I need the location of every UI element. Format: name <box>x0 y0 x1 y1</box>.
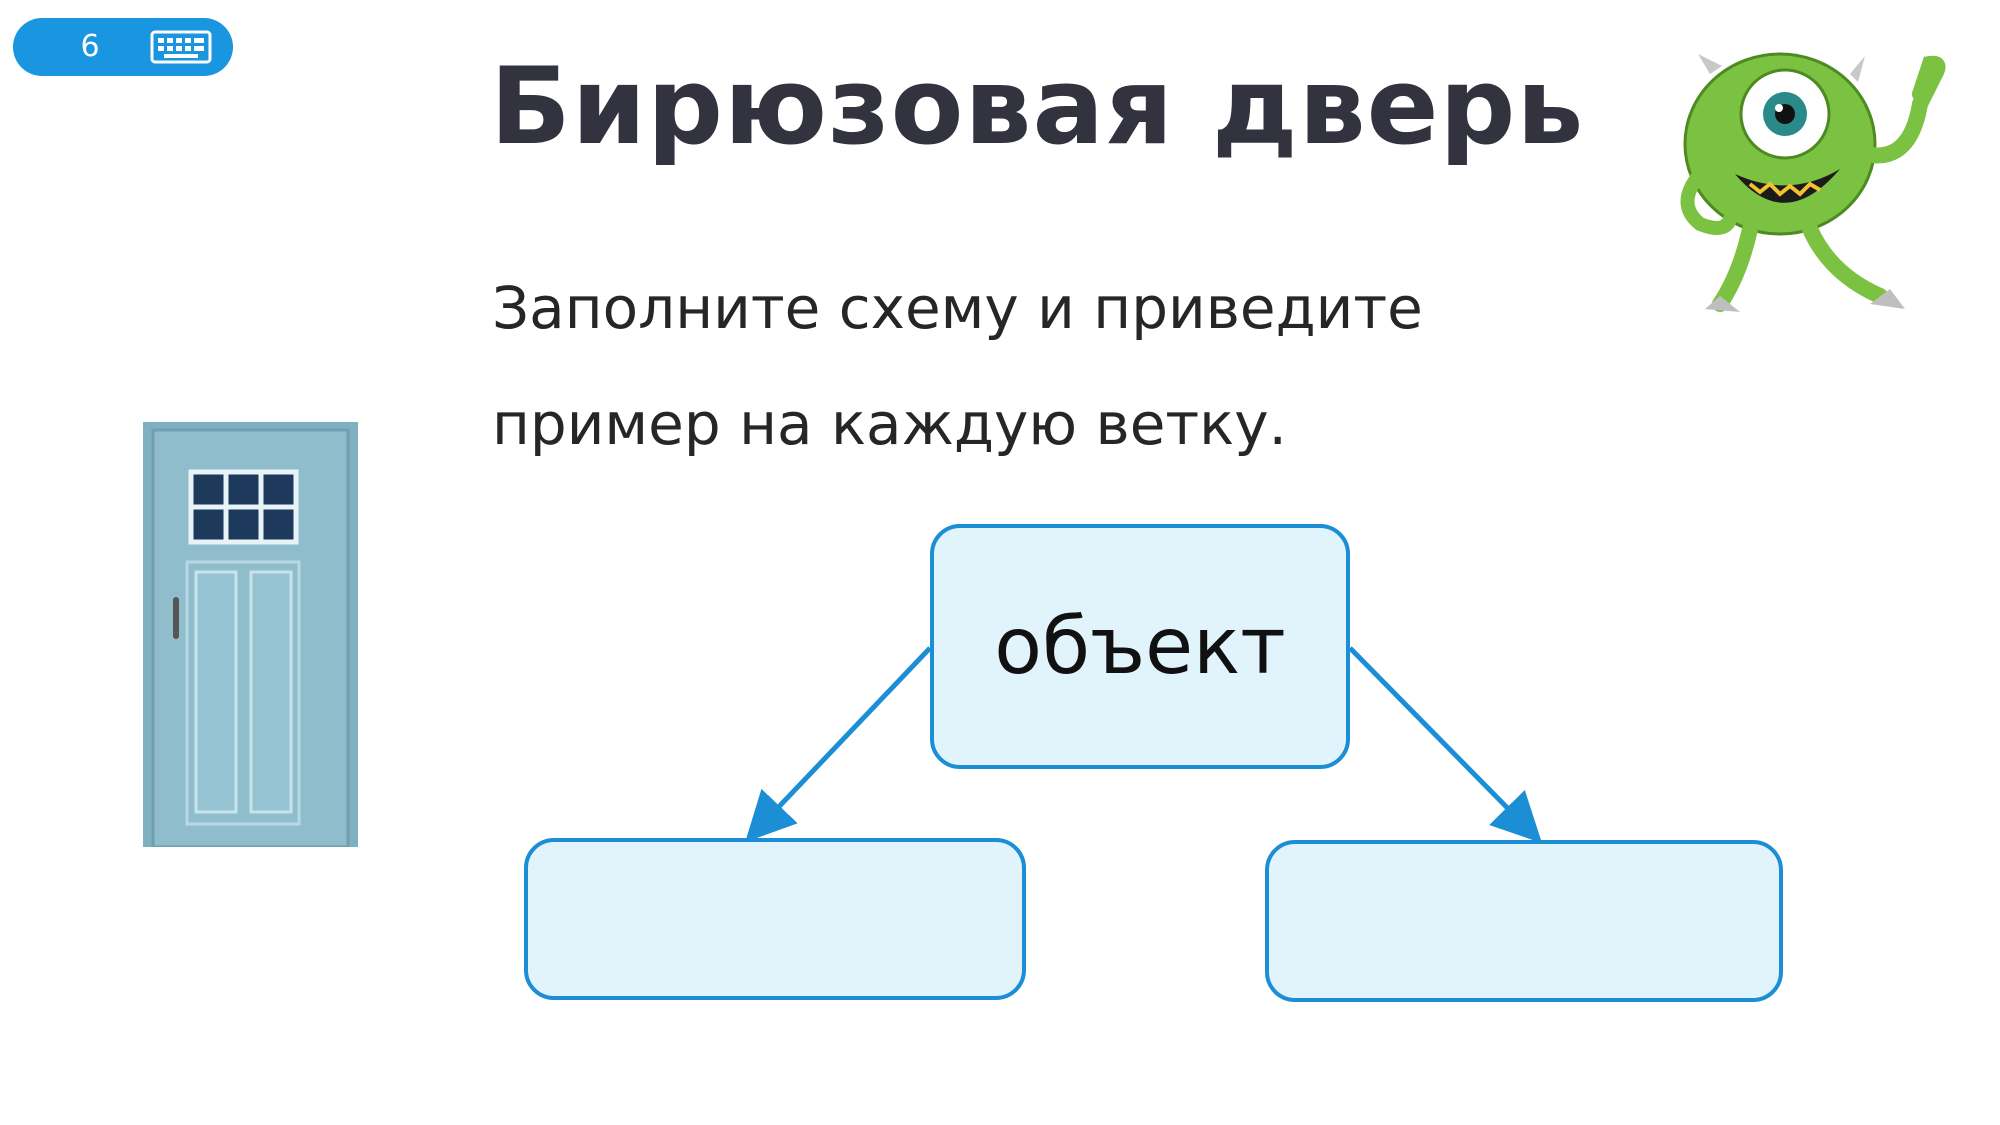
root-node-box: объект <box>930 524 1350 769</box>
page-title: Бирюзовая дверь <box>490 45 1585 168</box>
right-branch-box <box>1265 840 1783 1002</box>
door-image <box>143 422 358 847</box>
arrow-right <box>1348 646 1543 844</box>
instruction-line-2: пример на каждую ветку. <box>492 390 1287 458</box>
root-node-label: объект <box>994 601 1286 692</box>
left-branch-box <box>524 838 1026 1000</box>
arrow-left <box>745 646 932 843</box>
slide-number-badge: 6 <box>13 18 233 76</box>
instruction-line-1: Заполните схему и приведите <box>492 274 1423 342</box>
monster-mascot-image <box>1680 52 1946 312</box>
slide-number: 6 <box>80 29 100 64</box>
instruction-text: Заполните схему и приведите пример на ка… <box>492 250 1642 482</box>
keyboard-icon <box>150 30 212 64</box>
